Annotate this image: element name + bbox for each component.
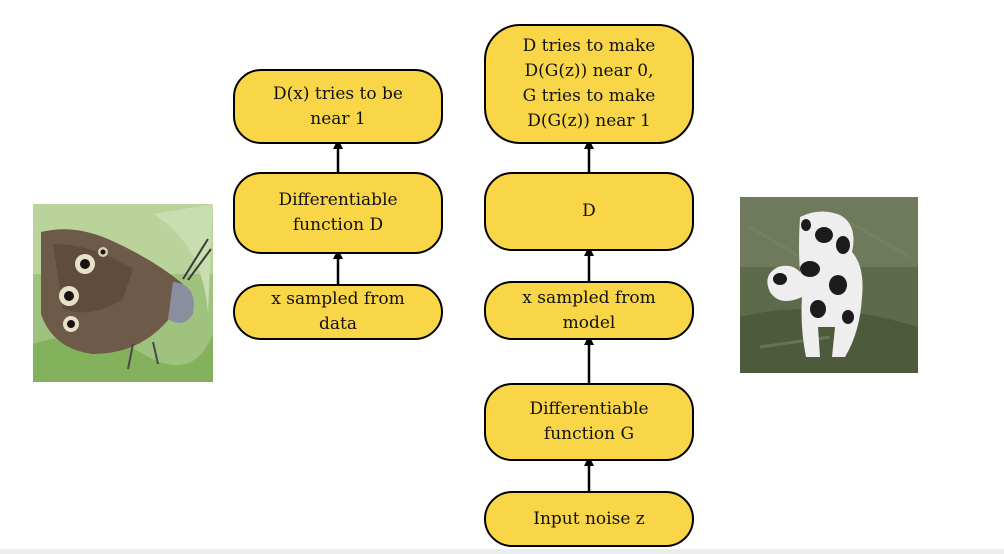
real-discriminator-node: Differentiable function D: [233, 172, 443, 254]
bottom-divider: [0, 549, 1004, 554]
real-discriminator-line2: function D: [292, 215, 384, 235]
fake-discriminator-node: D: [484, 172, 694, 251]
generated-dog-image: [740, 197, 918, 373]
fake-discriminator-label: D: [582, 201, 596, 221]
real-input-node: x sampled from data: [233, 284, 443, 340]
butterfly-image: [33, 204, 213, 382]
model-sample-line1: x sampled from: [522, 287, 656, 308]
real-output-line2: near 1: [310, 108, 366, 129]
real-output-line1: D(x) tries to be: [273, 83, 403, 104]
fake-output-line4: D(G(z)) near 1: [527, 111, 651, 131]
fake-output-node: D tries to make D(G(z)) near 0, G tries …: [484, 24, 694, 144]
generator-node: Differentiable function G: [484, 383, 694, 461]
model-sample-node: x sampled from model: [484, 281, 694, 340]
real-discriminator-line1: Differentiable: [278, 190, 398, 210]
generator-line1: Differentiable: [529, 399, 649, 419]
generator-line2: function G: [543, 424, 635, 444]
noise-node: Input noise z: [484, 491, 694, 547]
fake-output-line2: D(G(z)) near 0,: [524, 61, 654, 81]
fake-output-line3: G tries to make: [522, 86, 656, 106]
real-input-line1: x sampled from: [271, 289, 405, 309]
model-sample-line2: model: [562, 312, 616, 333]
fake-output-line1: D tries to make: [522, 36, 656, 56]
real-output-node: D(x) tries to be near 1: [233, 69, 443, 144]
real-input-line2: data: [319, 314, 357, 334]
noise-label: Input noise z: [533, 508, 645, 529]
